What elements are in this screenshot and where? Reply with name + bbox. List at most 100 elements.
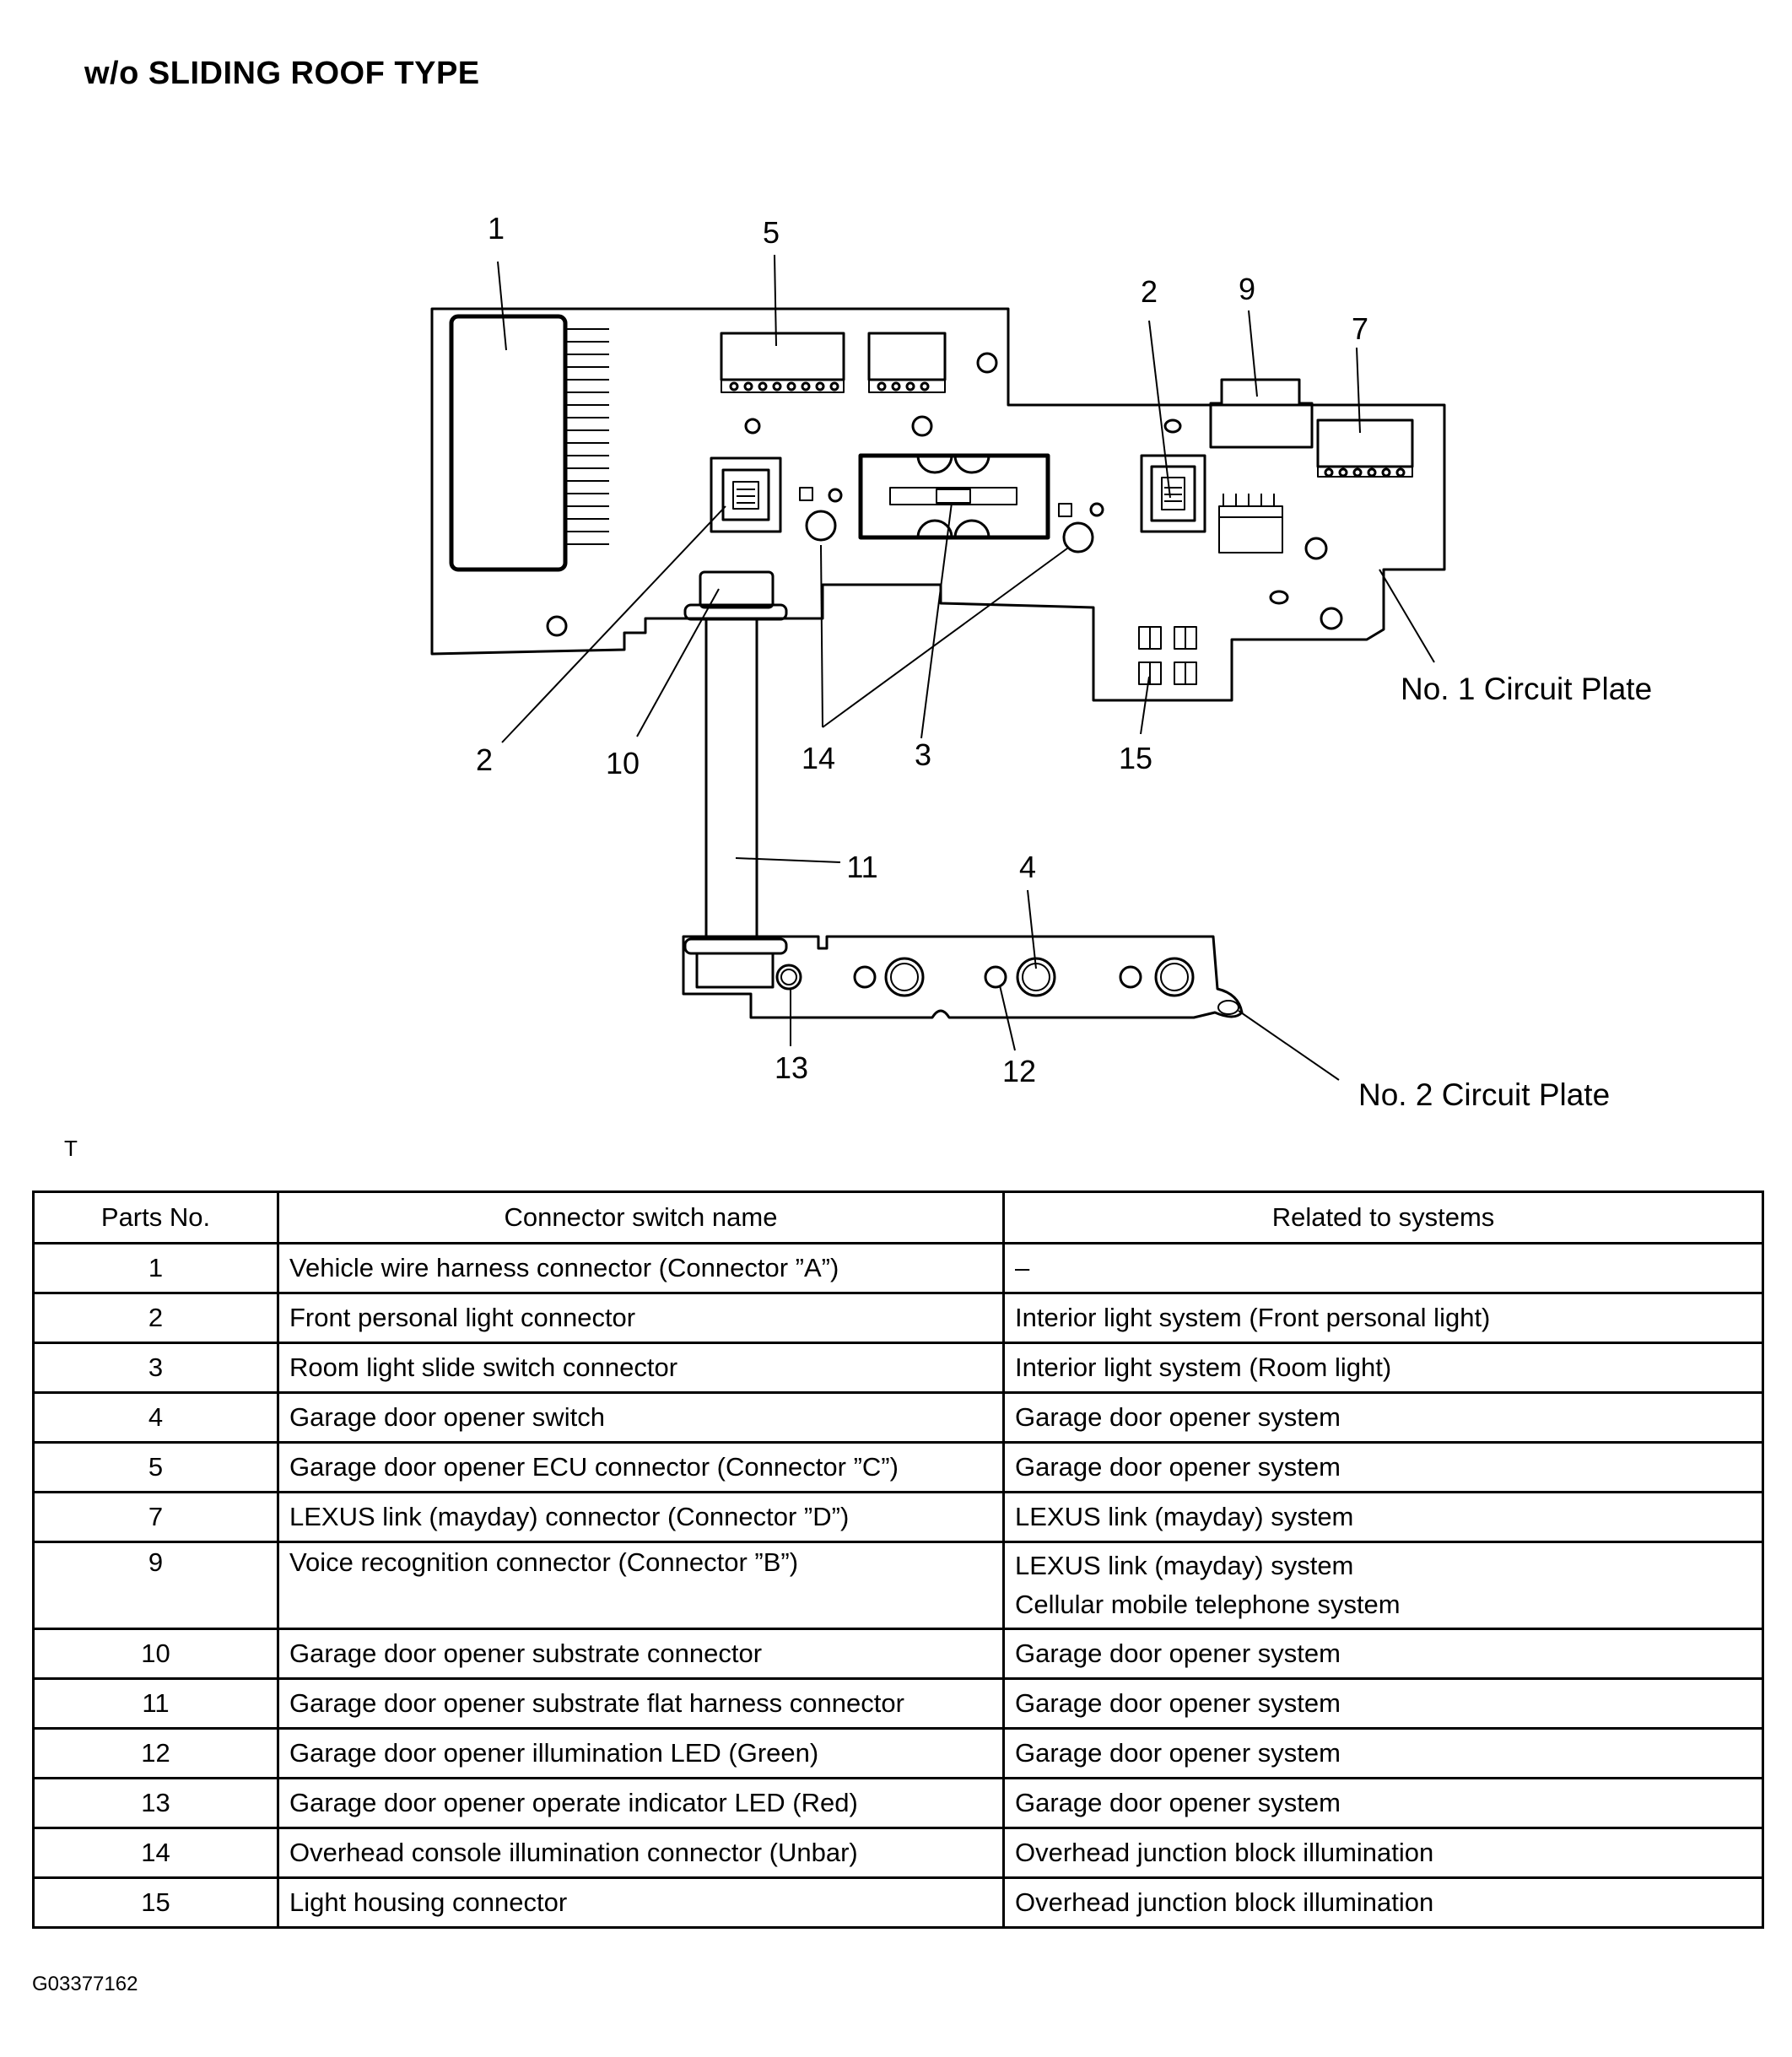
callout-2: 2 <box>1141 274 1158 309</box>
parts-no-cell: 13 <box>32 1777 279 1829</box>
related-system-line: Garage door opener system <box>1015 1738 1341 1768</box>
table-header-row: Parts No. Connector switch name Related … <box>32 1190 1764 1244</box>
mount-hole <box>1089 502 1104 517</box>
plate2-outline <box>682 935 1244 1019</box>
connector-10 <box>683 570 788 621</box>
plate1-label: No. 1 Circuit Plate <box>1401 672 1652 706</box>
related-systems-cell: Garage door opener system <box>1002 1391 1764 1444</box>
parts-no-cell: 15 <box>32 1876 279 1929</box>
parts-no-cell: 7 <box>32 1491 279 1543</box>
related-systems-cell: Garage door opener system <box>1002 1777 1764 1829</box>
table-marker: T <box>64 1136 78 1161</box>
leader-lines <box>497 254 1435 1081</box>
related-system-line: Overhead junction block illumination <box>1015 1838 1434 1867</box>
callout-9: 9 <box>1239 272 1255 306</box>
callout-7: 7 <box>1352 311 1368 346</box>
related-system-line: Garage door opener system <box>1015 1788 1341 1817</box>
related-systems-cell: Garage door opener system <box>1002 1677 1764 1730</box>
parts-no-cell: 3 <box>32 1342 279 1394</box>
mount-hole <box>1320 607 1343 630</box>
plate2-label: No. 2 Circuit Plate <box>1358 1077 1610 1112</box>
related-systems-cell: Overhead junction block illumination <box>1002 1827 1764 1879</box>
connector-1 <box>449 314 568 572</box>
parts-no-cell: 11 <box>32 1677 279 1730</box>
mount-hole <box>976 352 998 374</box>
parts-no-cell: 5 <box>32 1441 279 1493</box>
related-systems-cell: Interior light system (Room light) <box>1002 1342 1764 1394</box>
header-related-systems: Related to systems <box>1002 1190 1764 1244</box>
related-system-line: Garage door opener system <box>1015 1452 1341 1482</box>
small-pad <box>799 487 813 501</box>
related-system-line: LEXUS link (mayday) system <box>1015 1551 1354 1580</box>
callout-15: 15 <box>1119 741 1152 775</box>
connector-15 <box>1138 626 1197 685</box>
figure-code: G03377162 <box>32 1973 138 1995</box>
callout-13: 13 <box>775 1050 808 1085</box>
related-system-line: Interior light system (Room light) <box>1015 1352 1392 1382</box>
related-systems-cell: Interior light system (Front personal li… <box>1002 1292 1764 1344</box>
related-system-line: LEXUS link (mayday) system <box>1015 1502 1354 1531</box>
connector-5b <box>867 332 947 393</box>
mount-hole <box>546 615 568 637</box>
parts-table: Parts No. Connector switch name Related … <box>32 1190 1764 1929</box>
connector-name-cell: Room light slide switch connector <box>277 1342 1005 1394</box>
connector-name-cell: Garage door opener ECU connector (Connec… <box>277 1441 1005 1493</box>
connector-name-cell: LEXUS link (mayday) connector (Connector… <box>277 1491 1005 1543</box>
plate1-outline <box>430 307 1446 702</box>
mount-hole <box>1217 1000 1239 1015</box>
related-systems-cell: Garage door opener system <box>1002 1441 1764 1493</box>
lamp-socket-14 <box>805 510 837 542</box>
related-systems-cell: Garage door opener system <box>1002 1628 1764 1680</box>
parts-no-cell: 4 <box>32 1391 279 1444</box>
flat-harness-11 <box>704 619 758 939</box>
connector-5 <box>720 332 845 393</box>
connector-name-cell: Garage door opener illumination LED (Gre… <box>277 1727 1005 1779</box>
related-system-line: Cellular mobile telephone system <box>1015 1590 1401 1619</box>
small-header <box>1218 494 1283 553</box>
callout-4: 4 <box>1019 850 1036 884</box>
connector-10-lower <box>683 937 788 989</box>
callout-labels: 1 5 2 9 7 2 10 14 3 15 11 4 13 12 <box>476 211 1368 1088</box>
mount-hole <box>1304 537 1328 560</box>
connector-3 <box>858 453 1050 540</box>
parts-no-cell: 10 <box>32 1628 279 1680</box>
page-title: w/o SLIDING ROOF TYPE <box>84 56 480 91</box>
mount-hole <box>1269 590 1289 605</box>
related-systems-cell: – <box>1002 1242 1764 1294</box>
parts-no-cell: 9 <box>32 1541 279 1630</box>
connector-name-cell: Light housing connector <box>277 1876 1005 1929</box>
connector-name-cell: Garage door opener substrate connector <box>277 1628 1005 1680</box>
mount-hole <box>744 418 761 435</box>
callout-10: 10 <box>606 746 640 780</box>
parts-no-cell: 2 <box>32 1292 279 1344</box>
connector-name-cell: Front personal light connector <box>277 1292 1005 1344</box>
parts-no-cell: 14 <box>32 1827 279 1879</box>
callout-12: 12 <box>1002 1054 1036 1088</box>
connector-name-cell: Garage door opener switch <box>277 1391 1005 1444</box>
connector-9 <box>1209 378 1314 449</box>
callout-11: 11 <box>846 850 877 884</box>
plate-labels: No. 1 Circuit Plate No. 2 Circuit Plate <box>1358 672 1652 1112</box>
lamp-socket-14 <box>1062 521 1094 553</box>
circuit-plate-diagram: 1 5 2 9 7 2 10 14 3 15 11 4 13 12 No. 1 … <box>430 211 1652 1112</box>
led-12 <box>984 965 1007 989</box>
parts-no-cell: 1 <box>32 1242 279 1294</box>
connector-name-cell: Voice recognition connector (Connector ”… <box>277 1541 1005 1630</box>
connector-7 <box>1316 418 1414 478</box>
related-system-line: Garage door opener system <box>1015 1688 1341 1718</box>
related-system-line: Garage door opener system <box>1015 1402 1341 1432</box>
small-pad <box>1058 503 1072 517</box>
